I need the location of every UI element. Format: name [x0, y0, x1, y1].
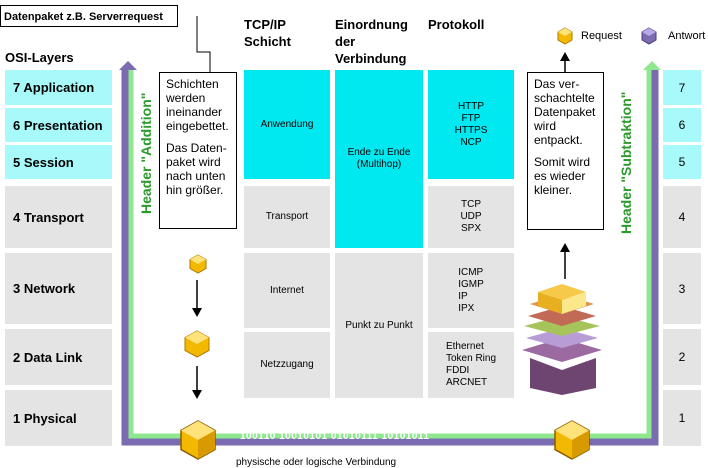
- header-addition-label: Header "Addition": [138, 92, 154, 214]
- osi-layer-7: 7 Application: [5, 70, 112, 105]
- osi-header: OSI-Layers: [5, 50, 74, 65]
- protocols-anwendung: HTTP FTP HTTPS NCP: [428, 70, 514, 179]
- arrow-up-top: [560, 52, 570, 72]
- arrow-down-2: [192, 366, 202, 399]
- tcpip-internet: Internet: [244, 253, 330, 328]
- einordnung-header: Einordnung der Verbindung: [335, 17, 408, 66]
- osi-layer-5: 5 Session: [5, 145, 112, 179]
- legend-request-icon: [556, 27, 574, 45]
- bottom-right-packet-icon: [552, 420, 592, 460]
- title-text: Datenpaket z.B. Serverrequest: [4, 11, 163, 23]
- left-note-p1: Schichten werden ineinander eingebettet.: [166, 77, 229, 133]
- osi-num-5: 5: [663, 145, 701, 179]
- protocols-netzzugang: Ethernet Token Ring FDDI ARCNET: [428, 332, 514, 398]
- tcpip-netzzugang: Netzzugang: [244, 332, 330, 398]
- osi-layer-2: 2 Data Link: [5, 329, 112, 385]
- nested-packet-boxes-icon: [522, 284, 602, 395]
- osi-num-1: 1: [663, 390, 701, 446]
- osi-num-7: 7: [663, 70, 701, 105]
- left-note-p2: Das Daten-paket wird nach unten hin größ…: [166, 141, 227, 197]
- osi-num-6: 6: [663, 108, 701, 142]
- protocols-internet: ICMP IGMP IP IPX: [428, 253, 514, 328]
- osi-layer-3: 3 Network: [5, 253, 112, 324]
- protokoll-header: Protokoll: [428, 17, 485, 32]
- medium-packet-icon: [183, 330, 211, 358]
- arrow-down-1: [192, 280, 202, 317]
- tcpip-header: TCP/IP Schicht: [244, 17, 291, 49]
- osi-num-2: 2: [663, 329, 701, 385]
- legend-antwort-label: Antwort: [668, 30, 706, 42]
- tcpip-transport: Transport: [244, 186, 330, 248]
- osi-num-3: 3: [663, 253, 701, 324]
- einordnung-punkt-zu-punkt: Punkt zu Punkt: [335, 253, 423, 398]
- header-subtraktion-label: Header "Subtraktion": [618, 91, 634, 234]
- right-note-p2: Somit wird es wieder kleiner.: [534, 155, 591, 197]
- left-note: Schichten werden ineinander eingebettet.…: [159, 72, 237, 229]
- einordnung-ende-zu-ende: Ende zu Ende (Multihop): [335, 70, 423, 248]
- arrow-up-right: [560, 243, 570, 279]
- osi-layer-4: 4 Transport: [5, 186, 112, 248]
- osi-layer-6: 6 Presentation: [5, 108, 112, 142]
- title-box: Datenpaket z.B. Serverrequest: [0, 5, 178, 27]
- legend-request-label: Request: [581, 30, 622, 42]
- small-packet-icon: [188, 254, 208, 274]
- legend-antwort-icon: [640, 27, 658, 45]
- bitstream: 100110 10010101 01010111 10101011: [240, 431, 430, 442]
- bottom-left-packet-icon: [178, 420, 218, 460]
- tcpip-anwendung: Anwendung: [244, 70, 330, 179]
- right-note: Das ver-schachtelte Datenpaket wird entp…: [527, 72, 604, 230]
- right-note-p1: Das ver-schachtelte Datenpaket wird entp…: [534, 77, 596, 147]
- protocols-transport: TCP UDP SPX: [428, 186, 514, 248]
- connection-label: physische oder logische Verbindung: [236, 457, 397, 468]
- osi-num-4: 4: [663, 186, 701, 248]
- osi-layer-1: 1 Physical: [5, 390, 112, 446]
